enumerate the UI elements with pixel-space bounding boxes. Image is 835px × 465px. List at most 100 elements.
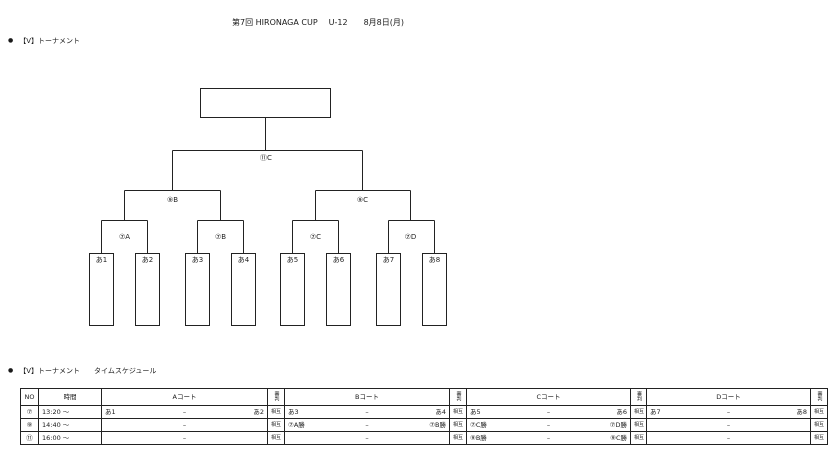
team-label: あ7 [383,256,394,264]
match-time: 16:00 ～ [38,431,102,445]
home-team: あ7 [650,407,661,416]
court-c-match: ⑨B勝 – ⑨C勝 [466,431,631,445]
court-b-referee: 相互 [449,405,467,419]
away-team: あ8 [796,407,807,416]
team-label: あ1 [96,256,107,264]
court-b-match: ⑦A勝 – ⑦B勝 [284,418,450,432]
team-box [376,253,401,326]
team-slot: あ1 [89,253,114,326]
team-slot: あ5 [280,253,305,326]
header-referee-label: 審判 [636,391,642,401]
header-referee-c: 審判 [630,388,647,406]
team-box [280,253,305,326]
court-c-referee: 相互 [630,405,647,419]
court-a-referee: 相互 [267,418,285,432]
schedule-section-sublabel: タイムスケジュール [94,367,157,375]
court-a-match: あ1 – あ2 [101,405,268,419]
team-slot: あ8 [422,253,447,326]
court-a-referee: 相互 [267,431,285,445]
versus-dash: – [182,433,187,442]
team-slot: あ2 [135,253,160,326]
bullet-icon: ● [8,37,14,44]
table-row: ⑪ 16:00 ～ – 相互 – 相互 ⑨B勝 – ⑨C勝 相互 – [20,431,828,445]
quarterfinal-label: ⑦D [405,233,417,241]
team-slot: あ4 [231,253,256,326]
court-d-match: – [646,431,811,445]
home-team: あ1 [105,407,116,416]
quarterfinal-label: ⑦C [310,233,321,241]
quarterfinal-label: ⑦A [119,233,130,241]
header-court-d: Dコート [646,388,811,406]
court-d-match: あ7 – あ8 [646,405,811,419]
team-box [231,253,256,326]
versus-dash: – [546,433,551,442]
versus-dash: – [182,407,187,416]
away-team: ⑦D勝 [609,420,627,429]
header-time: 時間 [38,388,102,406]
bracket-section-label: 【V】トーナメント [19,37,81,45]
team-slot: あ6 [326,253,351,326]
versus-dash: – [726,420,731,429]
team-box [185,253,210,326]
court-a-match: – [101,418,268,432]
court-d-referee: 相互 [810,418,828,432]
bracket-section-heading: ● 【V】トーナメント [8,36,80,46]
versus-dash: – [726,407,731,416]
home-team: ⑦A勝 [288,420,305,429]
versus-dash: – [546,420,551,429]
team-slot: あ3 [185,253,210,326]
away-team: ⑦B勝 [429,420,446,429]
versus-dash: – [182,420,187,429]
team-box [135,253,160,326]
header-referee-label: 審判 [816,391,823,401]
header-referee-a: 審判 [267,388,285,406]
event-date: 8月8日(月) [363,18,405,27]
court-a-referee: 相互 [267,405,285,419]
schedule-header-row: NO 時間 Aコート 審判 Bコート 審判 Cコート 審判 Dコート 審判 [20,388,828,406]
team-label: あ3 [192,256,203,264]
match-time: 14:40 ～ [38,418,102,432]
winner-box [200,88,331,118]
quarterfinal-label: ⑦B [215,233,226,241]
versus-dash: – [365,407,369,416]
header-referee-label: 審判 [273,391,280,401]
team-label: あ8 [429,256,440,264]
document-title: 第7回 HIRONAGA CUP U-12 8月8日(月) [232,17,404,28]
match-number: ⑪ [20,431,39,445]
schedule-table: NO 時間 Aコート 審判 Bコート 審判 Cコート 審判 Dコート 審判 ⑦ … [20,388,828,445]
team-box [89,253,114,326]
header-referee-label: 審判 [455,391,462,401]
team-label: あ5 [287,256,298,264]
match-time: 13:20 ～ [38,405,102,419]
court-b-match: あ3 – あ4 [284,405,450,419]
court-c-match: ⑦C勝 – ⑦D勝 [466,418,631,432]
versus-dash: – [726,433,731,442]
age-category: U-12 [328,18,348,27]
court-b-referee: 相互 [449,418,467,432]
court-d-referee: 相互 [810,405,828,419]
schedule-section-heading: ● 【V】トーナメント タイムスケジュール [8,366,156,376]
away-team: あ6 [616,407,627,416]
team-label: あ2 [142,256,153,264]
court-d-referee: 相互 [810,431,828,445]
home-team: あ3 [288,407,299,416]
schedule-section-label: 【V】トーナメント [19,367,81,375]
court-c-referee: 相互 [630,418,647,432]
header-court-a: Aコート [101,388,268,406]
away-team: あ2 [253,407,264,416]
header-referee-b: 審判 [449,388,467,406]
home-team: あ5 [470,407,481,416]
team-box [326,253,351,326]
away-team: あ4 [435,407,446,416]
team-label: あ6 [333,256,345,264]
semifinal-label: ⑨B [167,196,178,204]
court-c-match: あ5 – あ6 [466,405,631,419]
team-box [422,253,447,326]
table-row: ⑦ 13:20 ～ あ1 – あ2 相互 あ3 – あ4 相互 あ5 – あ6 … [20,405,828,419]
header-referee-d: 審判 [810,388,828,406]
table-row: ⑨ 14:40 ～ – 相互 ⑦A勝 – ⑦B勝 相互 ⑦C勝 – ⑦D勝 相互 [20,418,828,432]
court-b-referee: 相互 [449,431,467,445]
header-no: NO [20,388,39,406]
home-team: ⑦C勝 [470,420,487,429]
versus-dash: – [365,433,369,442]
